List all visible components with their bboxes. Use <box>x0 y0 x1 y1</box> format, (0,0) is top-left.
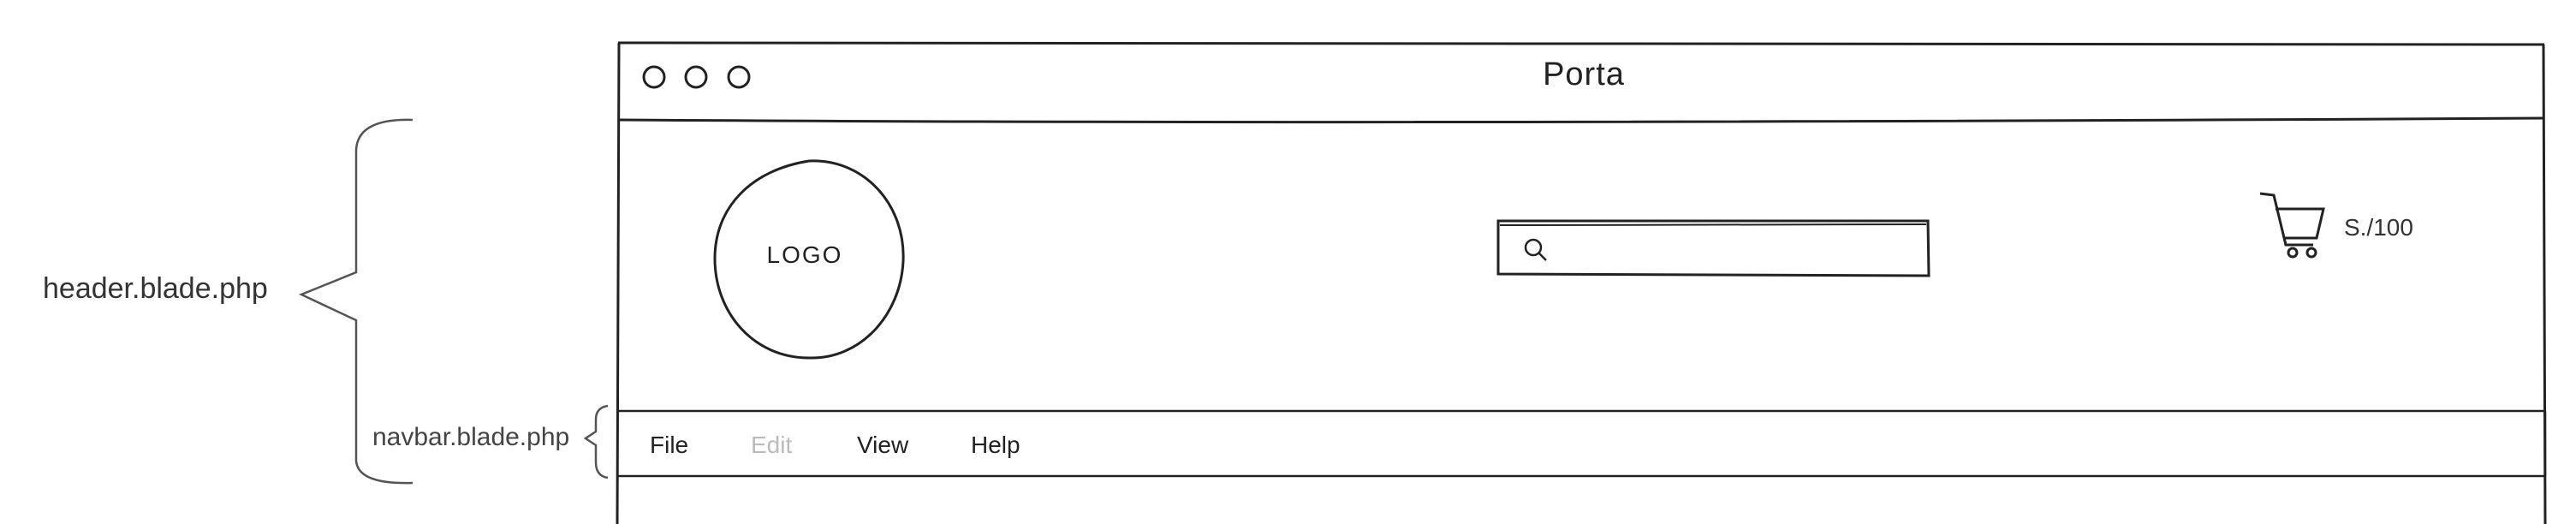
navbar-annotation-brace <box>583 404 609 479</box>
logo-circle <box>713 159 905 360</box>
menu-item-help[interactable]: Help <box>971 432 1020 458</box>
window-close-icon[interactable] <box>642 65 666 89</box>
cart-amount[interactable]: S./100 <box>2344 214 2413 241</box>
window-maximize-icon[interactable] <box>727 65 751 89</box>
search-input[interactable] <box>1496 219 1926 276</box>
navbar-file-annotation: navbar.blade.php <box>372 423 570 451</box>
browser-window-frame <box>616 41 2547 524</box>
logo-label: LOGO <box>766 241 843 268</box>
window-title: Porta <box>1543 57 1625 92</box>
window-controls[interactable] <box>642 65 751 89</box>
menu-item-file[interactable]: File <box>650 432 689 458</box>
header-file-annotation: header.blade.php <box>43 272 268 305</box>
menu-item-edit[interactable]: Edit <box>751 432 793 458</box>
search-box-outline <box>1496 219 1931 277</box>
menu-item-view[interactable]: View <box>857 432 909 458</box>
header-annotation-brace <box>298 118 413 485</box>
cart-icon[interactable] <box>2259 192 2325 259</box>
window-minimize-icon[interactable] <box>684 65 708 89</box>
search-icon[interactable] <box>1524 238 1547 261</box>
navbar-outline <box>618 409 2547 478</box>
